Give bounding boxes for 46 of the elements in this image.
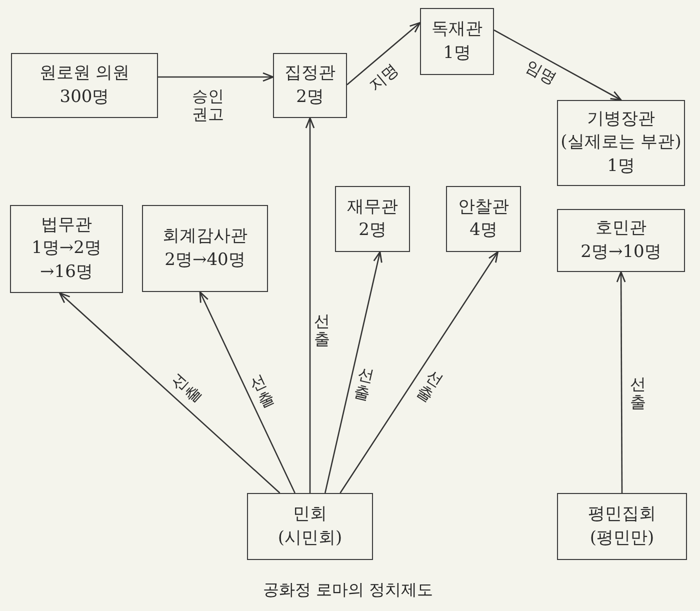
assembly-note: (시민회) bbox=[278, 526, 342, 550]
member-count: 1명 bbox=[607, 154, 635, 178]
office-name: 원로원 의원 bbox=[39, 62, 130, 86]
arrow bbox=[346, 22, 421, 86]
edge-label: 선출 bbox=[313, 312, 331, 348]
office-box bbox=[273, 53, 347, 118]
office-box bbox=[420, 8, 494, 75]
member-count: 2명→10명 bbox=[580, 240, 662, 264]
assembly-note: (평민만) bbox=[590, 526, 654, 550]
office-box bbox=[335, 186, 410, 252]
office-box bbox=[11, 53, 158, 118]
arrow bbox=[324, 251, 382, 494]
caption: 공화정 로마의 정치제도 bbox=[262, 580, 434, 601]
member-count: 2명 bbox=[358, 219, 386, 242]
edge-label: 선출 bbox=[629, 375, 647, 411]
office-box bbox=[557, 100, 685, 186]
assembly-box bbox=[247, 493, 373, 560]
member-count: 1명 bbox=[443, 42, 471, 64]
office-name: 집정관 bbox=[284, 62, 336, 86]
assembly-box bbox=[557, 493, 687, 560]
office-box bbox=[142, 205, 268, 292]
office-box bbox=[557, 209, 685, 272]
arrow bbox=[305, 117, 315, 493]
office-box bbox=[10, 205, 123, 293]
arrow bbox=[59, 292, 280, 494]
member-count: 300명 bbox=[60, 86, 110, 108]
office-name: 기병장관 bbox=[587, 108, 655, 131]
arrow bbox=[340, 251, 498, 494]
arrow bbox=[158, 72, 274, 82]
arrow bbox=[199, 291, 296, 494]
member-count: 2명 bbox=[296, 86, 324, 108]
office-name: 회계감사관 bbox=[162, 225, 248, 248]
assembly-name: 민회 bbox=[293, 503, 327, 526]
office-name: 재무관 bbox=[347, 196, 398, 219]
office-note: (실제로는 부관) bbox=[560, 131, 682, 154]
office-box bbox=[446, 186, 521, 252]
member-count: 1명→2명 →16명 bbox=[30, 237, 102, 284]
office-name: 법무관 bbox=[41, 214, 92, 237]
member-count: 4명 bbox=[470, 219, 498, 242]
office-name: 호민관 bbox=[596, 217, 646, 240]
member-count: 2명→40명 bbox=[164, 248, 246, 272]
assembly-name: 평민집회 bbox=[588, 503, 656, 526]
arrow bbox=[616, 271, 626, 493]
office-name: 독재관 bbox=[432, 18, 482, 42]
arrow bbox=[494, 30, 622, 101]
office-name: 안찰관 bbox=[458, 196, 509, 219]
